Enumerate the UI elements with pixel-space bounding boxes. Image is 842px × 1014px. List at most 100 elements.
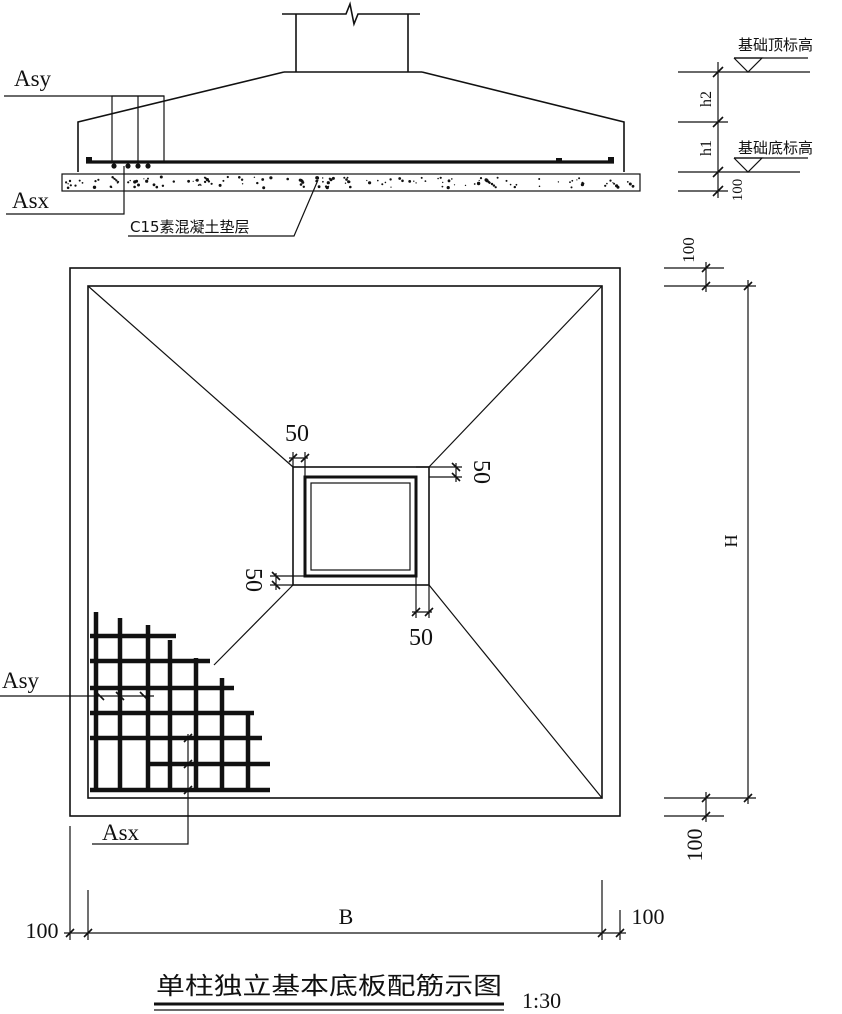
diagonal-bottom-right <box>428 584 603 799</box>
hatch-speckle <box>451 178 453 180</box>
hatch-speckle <box>389 178 392 181</box>
hatch-speckle <box>629 183 632 185</box>
column-break-line <box>282 1 420 27</box>
hatch-speckle <box>437 177 439 180</box>
section-view: Asy Asx C15素混凝土垫层 <box>4 1 641 237</box>
hatch-speckle <box>114 178 116 180</box>
hatch-speckle <box>67 183 69 185</box>
hatch-speckle <box>348 180 351 184</box>
hatch-speckle <box>513 185 516 189</box>
hatch-speckle <box>408 180 412 183</box>
dim-b: B 100 100 <box>26 826 665 943</box>
dim-100-left-label: 100 <box>26 918 59 943</box>
plan-asx-leader <box>92 734 189 845</box>
dim-h: H 100 100 <box>664 237 756 862</box>
plan-asy-label: Asy <box>2 668 40 693</box>
hatch-speckle <box>479 177 483 180</box>
hatch-speckle <box>152 183 156 187</box>
dim-h-label: H <box>721 535 741 548</box>
hatch-speckle <box>116 181 119 184</box>
hatch-speckle <box>576 179 578 181</box>
hatch-speckle <box>81 182 84 184</box>
hatch-speckle <box>571 179 574 182</box>
hatch-speckle <box>505 179 508 182</box>
hatch-speckle <box>488 181 491 184</box>
hatch-speckle <box>143 178 145 180</box>
section-asx-label: Asx <box>12 188 50 213</box>
hatch-speckle <box>203 180 207 184</box>
diagonal-top-right <box>428 285 603 468</box>
dim-50-bottom: 50 <box>409 576 434 651</box>
hatch-speckle <box>97 178 100 181</box>
dim-b-label: B <box>339 904 354 929</box>
hatch-speckle <box>286 177 290 181</box>
hatch-speckle <box>145 179 149 183</box>
hatch-speckle <box>317 185 321 189</box>
hatch-speckle <box>345 178 348 181</box>
drawing-title: 单柱独立基本底板配筋示图 1:30 <box>154 972 561 1013</box>
hatch-speckle <box>238 176 241 179</box>
bedding-thickness-label: 100 <box>730 179 746 202</box>
hatch-speckle <box>604 184 607 187</box>
hatch-speckle <box>413 180 415 182</box>
hatch-speckle <box>515 183 518 186</box>
hatch-speckle <box>222 179 225 182</box>
hatch-speckle <box>74 184 77 187</box>
h1-label: h1 <box>698 140 715 156</box>
hatch-speckle <box>187 179 191 183</box>
dim-50-left-label: 50 <box>240 568 266 592</box>
top-elevation-marker <box>733 57 764 73</box>
hatch-speckle <box>453 184 456 186</box>
dim-50-right-label: 50 <box>468 460 494 484</box>
bottom-elevation-label: 基础底标高 <box>738 139 813 157</box>
hatch-speckle <box>441 185 444 188</box>
hatch-speckle <box>494 186 497 189</box>
rebar-hook-right <box>608 157 614 163</box>
bottom-elevation-marker <box>733 157 764 173</box>
hatch-speckle <box>344 182 347 184</box>
diagonal-bottom-left <box>213 584 294 666</box>
hatch-speckle <box>147 177 149 180</box>
column-outline <box>303 475 418 578</box>
hatch-speckle <box>331 176 335 180</box>
hatch-speckle <box>327 185 330 188</box>
dim-100-top-label: 100 <box>679 237 698 263</box>
hatch-speckle <box>137 183 140 187</box>
dim-50-top-label: 50 <box>285 421 309 447</box>
dim-100-bottom-label: 100 <box>682 829 707 862</box>
bedding-leader-line <box>128 179 319 237</box>
hatch-speckle <box>609 179 612 182</box>
hatch-speckle <box>159 175 163 179</box>
hatch-speckle <box>78 179 81 182</box>
hatch-speckle <box>240 178 244 181</box>
bedding-hatch <box>65 175 635 190</box>
hatch-speckle <box>578 177 581 180</box>
hatch-speckle <box>322 177 324 179</box>
hatch-speckle <box>420 176 423 179</box>
hatch-speckle <box>476 181 481 186</box>
hatch-speckle <box>398 177 402 180</box>
hatch-speckle <box>415 182 417 184</box>
hatch-speckle <box>446 186 450 190</box>
bedding-outline <box>69 267 621 817</box>
hatch-speckle <box>256 181 259 185</box>
column-inner-outline <box>310 482 411 571</box>
rebar-dot <box>135 163 141 169</box>
plan-asx-label: Asx <box>102 820 140 845</box>
title-text: 单柱独立基本底板配筋示图 <box>156 972 502 1000</box>
hatch-speckle <box>381 183 384 186</box>
hatch-speckle <box>606 182 608 185</box>
hatch-speckle <box>135 179 139 183</box>
rebar-hook-mid <box>556 158 562 163</box>
hatch-speckle <box>192 180 194 182</box>
top-elevation-label: 基础顶标高 <box>738 36 813 54</box>
section-asy-label: Asy <box>14 66 52 91</box>
dim-100-right-label: 100 <box>632 904 665 929</box>
hatch-speckle <box>241 183 244 185</box>
h2-label: h2 <box>698 91 715 107</box>
hatch-speckle <box>92 185 97 189</box>
hatch-speckle <box>94 180 97 183</box>
dim-50-right: 50 <box>416 460 494 484</box>
hatch-speckle <box>613 182 616 185</box>
